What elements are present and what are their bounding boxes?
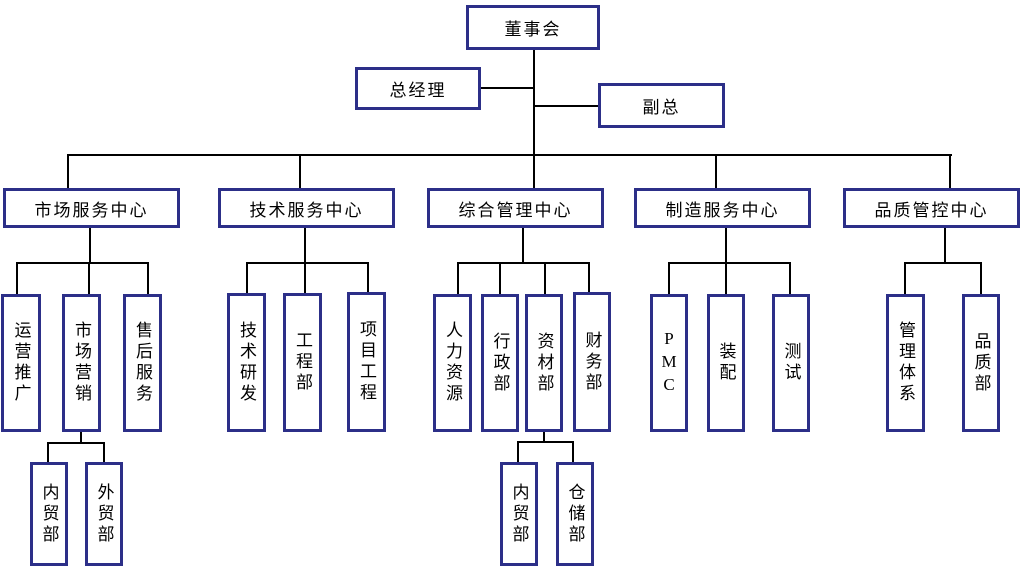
node-general-management-center: 综合管理中心 [427, 188, 604, 228]
node-after-sales-service: 售后服务 [123, 294, 162, 432]
connector-materials-sub-horizontal [517, 441, 574, 443]
connector-drop-administration [499, 262, 501, 296]
node-engineering-dept: 工程部 [283, 293, 322, 432]
node-marketing: 市场营销 [62, 294, 101, 432]
connector-materials-down [543, 430, 545, 443]
connector-drop-engineering [304, 262, 306, 296]
connector-quality-horizontal [904, 262, 982, 264]
connector-trunk-drop-market [67, 154, 69, 190]
connector-drop-warehouse [572, 441, 574, 464]
connector-drop-finance [588, 262, 590, 296]
connector-drop-pmc [668, 262, 670, 296]
node-domestic-trade-dept-marketing: 内贸部 [30, 462, 68, 566]
node-general-manager: 总经理 [355, 67, 481, 110]
connector-market-horizontal [16, 262, 149, 264]
node-quality-dept: 品质部 [962, 294, 1000, 432]
node-assembly: 装配 [707, 294, 745, 432]
connector-drop-testing [789, 262, 791, 296]
node-management-system: 管理体系 [886, 294, 925, 432]
connector-drop-assembly [725, 262, 727, 296]
node-manufacturing-service-center: 制造服务中心 [634, 188, 811, 228]
node-administration-dept: 行政部 [481, 294, 519, 432]
connector-drop-marketing [88, 262, 90, 296]
node-technology-rnd: 技术研发 [227, 293, 266, 432]
connector-drop-domestic-trade-materials [517, 441, 519, 464]
connector-manufacturing-horizontal [668, 262, 791, 264]
node-operations-promotion: 运营推广 [1, 294, 41, 432]
connector-trunk-horizontal [67, 154, 952, 156]
node-board: 董事会 [466, 5, 600, 50]
node-project-engineering: 项目工程 [347, 292, 386, 432]
node-testing: 测试 [772, 294, 810, 432]
node-quality-control-center: 品质管控中心 [843, 188, 1020, 228]
connector-trunk-drop-manufacturing [715, 154, 717, 190]
connector-drop-technology-rnd [246, 262, 248, 296]
connector-drop-human-resources [457, 262, 459, 296]
node-human-resources: 人力资源 [433, 294, 472, 432]
connector-drop-operations-promotion [16, 262, 18, 296]
connector-technical-horizontal [246, 262, 369, 264]
connector-general-manager [481, 87, 534, 89]
connector-drop-after-sales [147, 262, 149, 296]
node-materials-dept: 资材部 [525, 294, 563, 432]
node-domestic-trade-dept-materials: 内贸部 [500, 462, 538, 566]
connector-drop-materials [544, 262, 546, 296]
connector-drop-domestic-trade-marketing [47, 442, 49, 464]
node-deputy-general-manager: 副总 [598, 83, 725, 128]
node-warehouse-dept: 仓储部 [556, 462, 594, 566]
connector-drop-project-engineering [367, 262, 369, 296]
connector-management-down [522, 228, 524, 264]
node-technical-service-center: 技术服务中心 [218, 188, 395, 228]
connector-board-main-vertical [533, 50, 535, 190]
connector-marketing-sub-horizontal [47, 442, 105, 444]
connector-quality-down [944, 228, 946, 264]
connector-management-horizontal [457, 262, 590, 264]
node-foreign-trade-dept: 外贸部 [85, 462, 123, 566]
connector-drop-foreign-trade [103, 442, 105, 464]
connector-drop-quality-dept [980, 262, 982, 296]
connector-marketing-down [80, 430, 82, 444]
connector-trunk-drop-technical [299, 154, 301, 190]
connector-technical-down [304, 228, 306, 264]
connector-drop-management-system [904, 262, 906, 296]
connector-trunk-drop-quality [949, 154, 951, 190]
node-pmc: PMC [650, 294, 688, 432]
node-market-service-center: 市场服务中心 [3, 188, 180, 228]
connector-market-down [89, 228, 91, 264]
connector-manufacturing-down [725, 228, 727, 264]
connector-deputy-general-manager [534, 105, 599, 107]
node-finance-dept: 财务部 [573, 292, 611, 432]
